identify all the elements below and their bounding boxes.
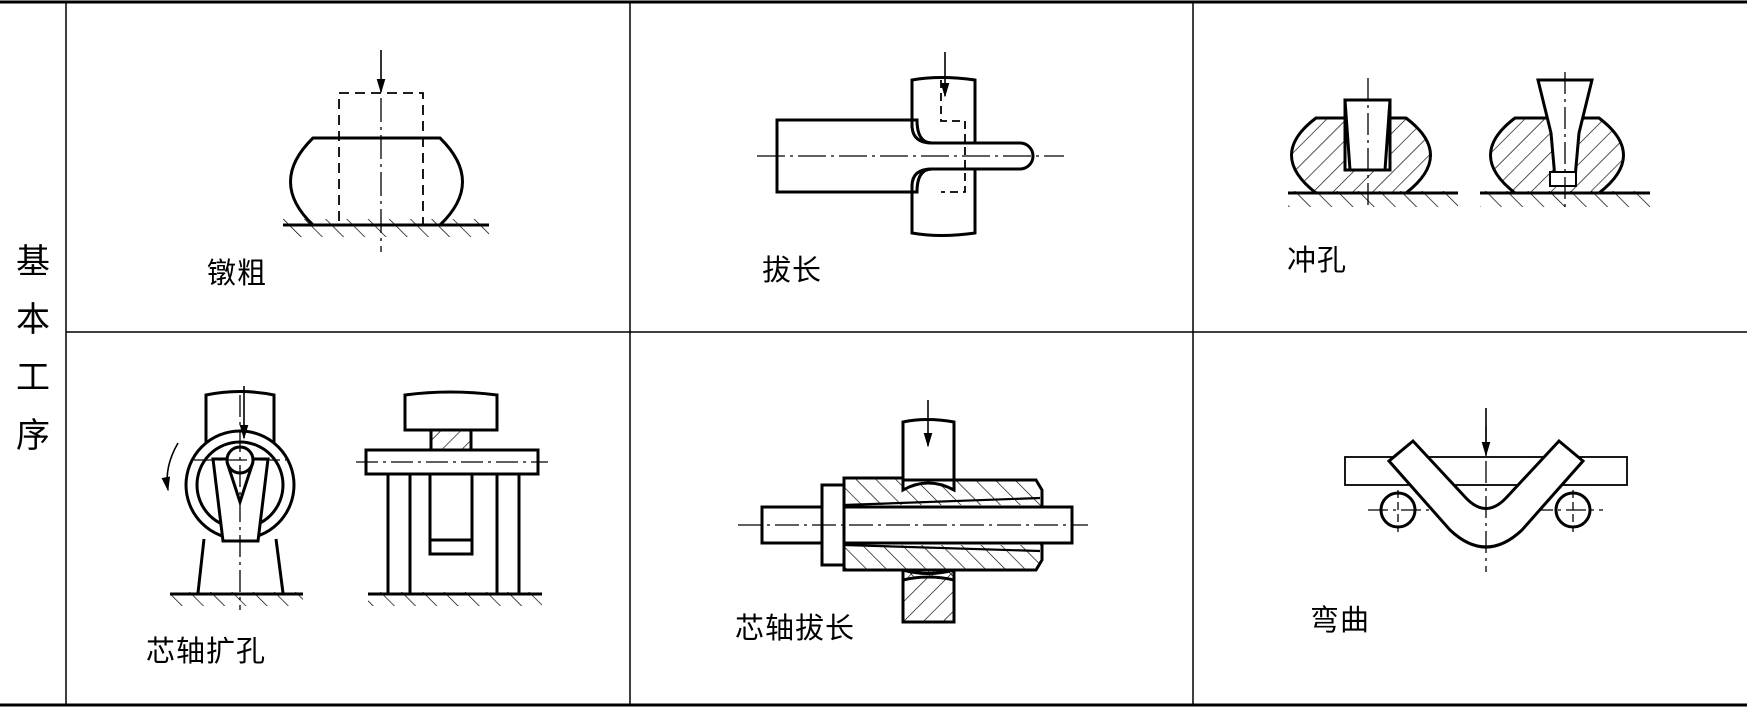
drawing-figure bbox=[757, 52, 1064, 237]
mandrel-expanding-figure bbox=[161, 386, 548, 610]
caption-punching: 冲孔 bbox=[1287, 243, 1348, 277]
caption-drawing: 拔长 bbox=[762, 253, 823, 287]
caption-mandrel-drawing: 芯轴拔长 bbox=[735, 611, 856, 645]
caption-upsetting: 镦粗 bbox=[207, 256, 268, 290]
bending-figure bbox=[1344, 408, 1628, 572]
caption-mandrel-expanding: 芯轴扩孔 bbox=[146, 634, 267, 668]
upsetting-figure bbox=[283, 50, 489, 252]
punching-figure bbox=[1288, 72, 1650, 210]
mandrel-drawing-figure bbox=[738, 400, 1088, 624]
row-header: 基本工序 bbox=[0, 0, 66, 707]
row-header-label: 基本工序 bbox=[16, 241, 50, 456]
caption-bending: 弯曲 bbox=[1310, 603, 1371, 637]
